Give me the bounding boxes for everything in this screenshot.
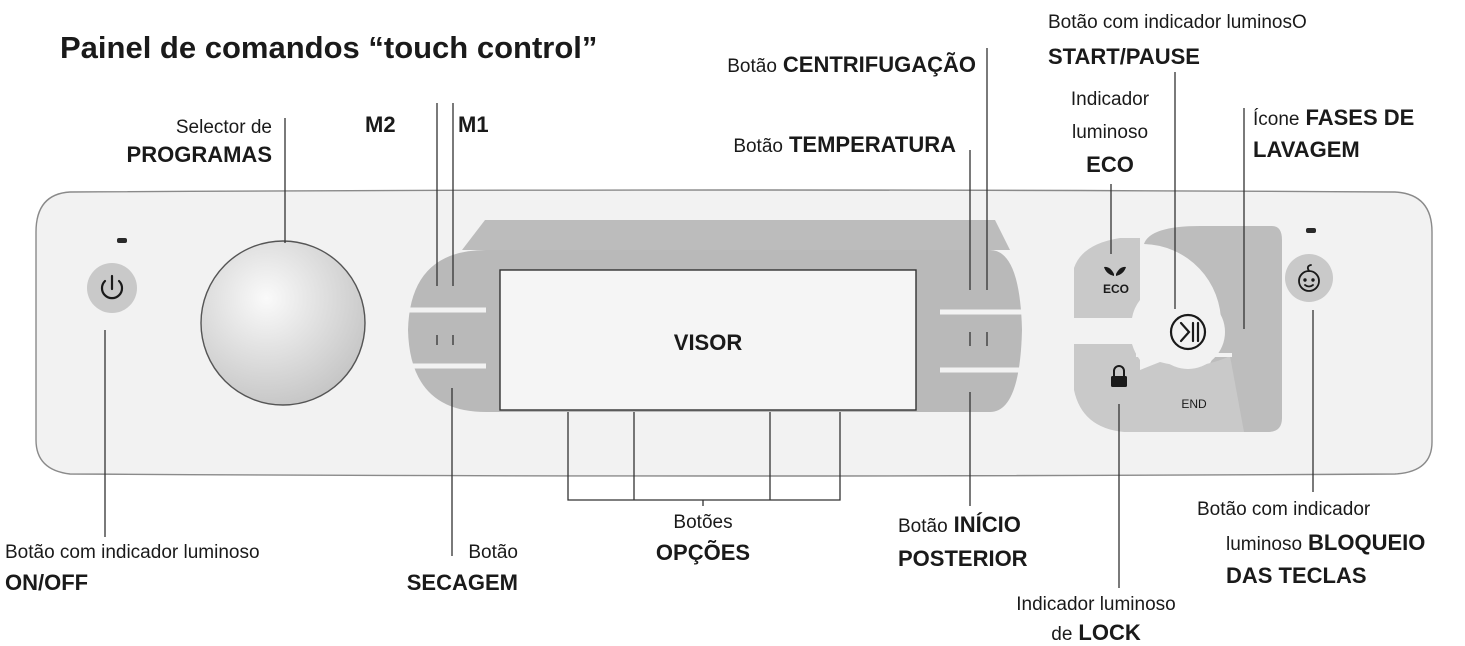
child-lock-led — [1306, 228, 1316, 233]
power-icon — [100, 274, 124, 300]
child-lock-button[interactable] — [1285, 254, 1333, 302]
start-pause-label-line2: START/PAUSE — [1048, 44, 1200, 69]
program-selector-knob[interactable] — [200, 240, 366, 406]
leader-lines — [104, 48, 1314, 588]
eco-label-line3: ECO — [1086, 152, 1134, 177]
options-buttons-bracket[interactable] — [567, 412, 841, 501]
eco-button[interactable] — [1074, 238, 1140, 318]
programas-label-line1: Selector de — [176, 117, 272, 138]
fases-label-line2: LAVAGEM — [1253, 137, 1360, 162]
opcoes-label-line2: OPÇÕES — [656, 540, 750, 565]
baby-face-icon — [1298, 264, 1320, 292]
eco-leaf-icon — [1104, 266, 1126, 276]
inicio-label-line2: POSTERIOR — [898, 546, 1028, 571]
on-off-label-line2: ON/OFF — [5, 570, 88, 595]
end-indicator-area — [1140, 356, 1244, 432]
eco-label-line2: luminoso — [1072, 122, 1148, 143]
start-pause-label-line1: Botão com indicador luminosO — [1048, 12, 1307, 33]
m1-label: M1 — [458, 112, 489, 137]
display-label: VISOR — [674, 330, 743, 355]
padlock-icon — [1111, 365, 1127, 387]
end-icon-text: END — [1181, 397, 1207, 411]
secagem-label-line1: Botão — [468, 542, 518, 563]
display-screen — [499, 269, 917, 411]
m2-label: M2 — [365, 112, 396, 137]
top-band — [462, 220, 1010, 250]
eco-icon-text: ECO — [1103, 282, 1129, 296]
lock-label-line1: Indicador luminoso — [1016, 594, 1175, 615]
bloqueio-label-line3: DAS TECLAS — [1226, 563, 1367, 588]
lock-indicator-area — [1074, 344, 1140, 432]
eco-label-line1: Indicador — [1071, 89, 1150, 110]
right-control-group: ECO END — [1074, 226, 1282, 432]
programas-label-line2: PROGRAMAS — [127, 142, 272, 167]
wash-phases-ring — [1140, 226, 1282, 432]
on-off-label-line1: Botão com indicador luminoso — [5, 542, 260, 563]
power-led — [117, 238, 127, 243]
opcoes-label-line1: Botões — [673, 512, 732, 533]
secagem-label-line2: SECAGEM — [407, 570, 518, 595]
play-pause-icon — [1169, 313, 1207, 351]
bloqueio-label-line1: Botão com indicador — [1197, 499, 1371, 520]
diagram-title: Painel de comandos “touch control” — [60, 30, 597, 65]
